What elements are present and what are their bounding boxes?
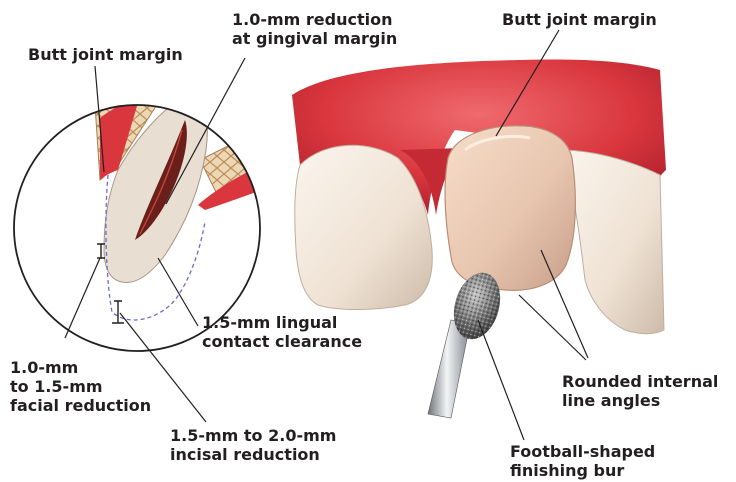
label-lingual-clearance: 1.5-mm lingual contact clearance — [202, 313, 362, 351]
label-facial-reduction: 1.0-mm to 1.5-mm facial reduction — [10, 358, 151, 415]
label-incisal-reduction: 1.5-mm to 2.0-mm incisal reduction — [170, 426, 336, 464]
leader-finishing-bur — [478, 320, 524, 440]
prepared-tooth — [445, 126, 575, 291]
distal-tooth — [560, 150, 664, 334]
label-internal-angles: Rounded internal line angles — [562, 372, 718, 410]
label-butt-joint-right: Butt joint margin — [502, 10, 657, 29]
label-butt-joint-left: Butt joint margin — [28, 45, 183, 64]
label-finishing-bur: Football-shaped finishing bur — [510, 442, 655, 480]
cross-section-view — [14, 90, 262, 351]
clinical-view — [292, 59, 666, 418]
leader-internal-angles-b — [519, 295, 586, 360]
label-gingival-reduction: 1.0-mm reduction at gingival margin — [232, 10, 397, 48]
